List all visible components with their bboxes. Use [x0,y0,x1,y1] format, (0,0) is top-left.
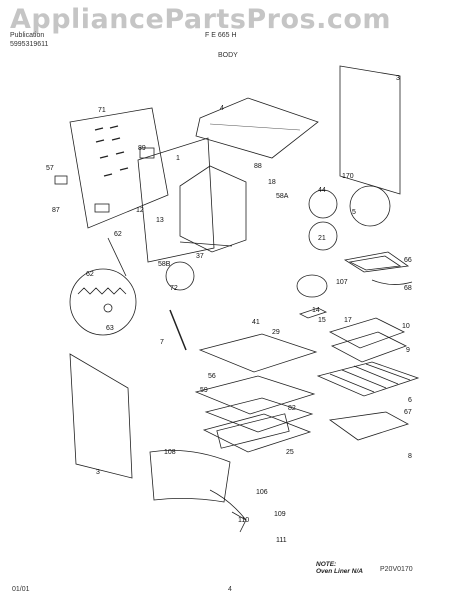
callout-7: 7 [160,339,164,346]
callout-57: 57 [46,165,54,172]
callout-3: 3 [96,469,100,476]
detail-circle-21 [308,221,338,251]
main-frame [137,137,215,263]
bracket-57 [54,175,68,185]
callout-108: 108 [164,449,176,456]
callout-87: 87 [52,207,60,214]
callout-21: 21 [318,235,326,242]
section-title: BODY [218,52,238,59]
note-title: NOTE: [316,561,337,568]
footer-date: 01/01 [12,586,30,593]
top-panel [195,97,319,159]
callout-89: 89 [138,145,146,152]
broil-pan [194,375,316,415]
callout-15: 15 [318,317,326,324]
callout-29: 29 [272,329,280,336]
callout-1: 1 [176,155,180,162]
oven-rack-6 [316,361,420,397]
callout-63: 63 [106,325,114,332]
callout-71: 71 [98,107,106,114]
side-panel-left [69,107,169,229]
callout-3: 3 [396,75,400,82]
callout-68: 68 [404,285,412,292]
callout-8: 8 [408,453,412,460]
callout-5: 5 [352,209,356,216]
callout-109: 109 [274,511,286,518]
watermark: AppliancePartsPros.com [10,4,392,35]
callout-18: 18 [268,179,276,186]
callout-111: 111 [276,537,287,544]
oven-rack-9 [330,331,408,363]
callout-88: 88 [254,163,262,170]
bake-element [328,411,410,441]
bracket-87 [94,203,110,213]
side-panel-right [69,353,133,479]
drip-tray [202,413,312,453]
callout-67: 67 [404,409,412,416]
callout-41: 41 [252,319,260,326]
detail-circle-44 [308,189,338,219]
callout-82: 82 [288,405,296,412]
callout-10: 10 [402,323,410,330]
note-text: Oven Liner N/A [316,568,363,575]
callout-110: 110 [238,517,249,524]
callout-66: 66 [404,257,412,264]
callout-14: 14 [312,307,320,314]
callout-62: 62 [114,231,122,238]
rear-panel [339,65,401,195]
publication-label: Publication [10,32,45,39]
oven-cavity-frame [179,165,247,253]
model-number: F E 665 H [205,32,237,39]
callout-59: 59 [200,387,208,394]
oven-bottom-panel [198,333,318,373]
callout-25: 25 [286,449,294,456]
callout-170: 170 [342,173,354,180]
callout-6: 6 [408,397,412,404]
fan-element-107 [296,274,328,298]
callout-107: 107 [336,279,348,286]
oven-rack-10 [328,317,406,349]
page-number: 4 [228,586,232,593]
publication-number: 5995319611 [10,41,49,48]
callout-72: 72 [170,285,178,292]
callout-9: 9 [406,347,410,354]
callout-4: 4 [220,105,224,112]
callout-58A: 58A [276,193,289,200]
burner-detail-108 [149,449,231,503]
callout-12: 12 [136,207,144,214]
callout-13: 13 [156,217,164,224]
callout-44: 44 [318,187,326,194]
diagram-code: P20V0170 [380,566,413,573]
callout-37: 37 [196,253,204,260]
detail-circle-5 [349,185,391,227]
callout-62: 62 [86,271,94,278]
callout-106: 106 [256,489,268,496]
broil-element [343,251,410,273]
detail-circle-62 [69,268,137,336]
callout-58B: 58B [158,261,171,268]
callout-56: 56 [208,373,216,380]
callout-17: 17 [344,317,352,324]
